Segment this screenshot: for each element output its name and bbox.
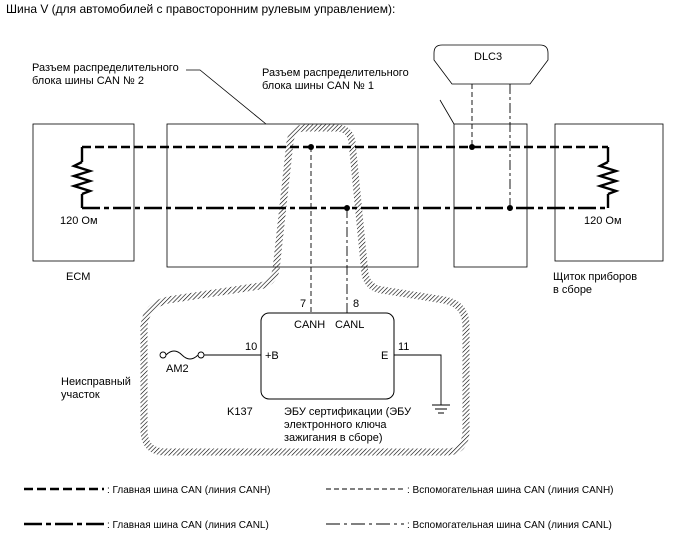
certification-ecu-box [260, 312, 395, 400]
jb1-label-line2: блока шины CAN № 1 [262, 80, 374, 92]
diagram-title: Шина V (для автомобилей с правосторонним… [6, 2, 395, 16]
faulty-area-outline [140, 124, 470, 456]
pin-7-label: 7 [300, 298, 306, 310]
e-pin-label: E [381, 350, 388, 362]
ecu-code-label: K137 [227, 406, 253, 418]
am2-fuse-terminal [197, 351, 205, 359]
ecm-box [32, 123, 135, 262]
meter-label-line1: Щиток приборов [553, 271, 637, 283]
right-terminator-resistor [595, 147, 621, 208]
dlc3-label: DLC3 [474, 51, 502, 63]
junction-dot [507, 205, 513, 211]
combination-meter-box [554, 123, 664, 262]
ecu-name-line3: зажигания в сборе) [284, 432, 383, 444]
legend-sub-canh-text: : Вспомогательная шина CAN (линия CANH) [407, 485, 614, 496]
am2-fuse-icon [165, 350, 199, 360]
pin-11-label: 11 [398, 341, 409, 353]
ground-wire [394, 354, 442, 405]
legend-main-canh-text: : Главная шина CAN (линия CANH) [107, 485, 270, 496]
legend-sub-canl-text: : Вспомогательная шина CAN (линия CANL) [407, 520, 612, 531]
ecm-label: ECM [66, 271, 90, 283]
legend: : Главная шина CAN (линия CANH) : Вспомо… [24, 485, 614, 531]
canh-pin-label: CANH [294, 319, 325, 331]
dlc3-connector [433, 44, 549, 85]
left-terminator-resistor [69, 147, 95, 208]
jb2-leader [186, 69, 267, 125]
jb1-label-line1: Разъем распределительного [262, 67, 409, 79]
faulty-area-label-line1: Неисправный [61, 376, 131, 388]
am2-label: AM2 [166, 363, 189, 375]
canl-pin-label: CANL [335, 319, 364, 331]
jb1-leader [439, 99, 455, 125]
junction-dot [469, 144, 475, 150]
ohm-left-label: 120 Ом [60, 215, 98, 227]
pin-8-label: 8 [353, 298, 359, 310]
meter-label-line2: в сборе [553, 284, 592, 296]
ground-icon [432, 404, 450, 414]
junction-block-2-box [166, 123, 419, 268]
plus-b-label: +B [265, 350, 279, 362]
legend-main-canl-text: : Главная шина CAN (линия CANL) [107, 520, 269, 531]
jb2-label-line1: Разъем распределительного [32, 62, 179, 74]
ohm-right-label: 120 Ом [584, 215, 622, 227]
ecu-name-line1: ЭБУ сертификации (ЭБУ [284, 406, 412, 418]
ecu-name-line2: электронного ключа [284, 419, 387, 431]
faulty-area-label-line2: участок [61, 389, 100, 401]
jb2-label-line2: блока шины CAN № 2 [32, 75, 144, 87]
pin-10-label: 10 [245, 341, 257, 353]
am2-fuse-terminal [159, 351, 167, 359]
junction-block-1-box [453, 123, 528, 268]
